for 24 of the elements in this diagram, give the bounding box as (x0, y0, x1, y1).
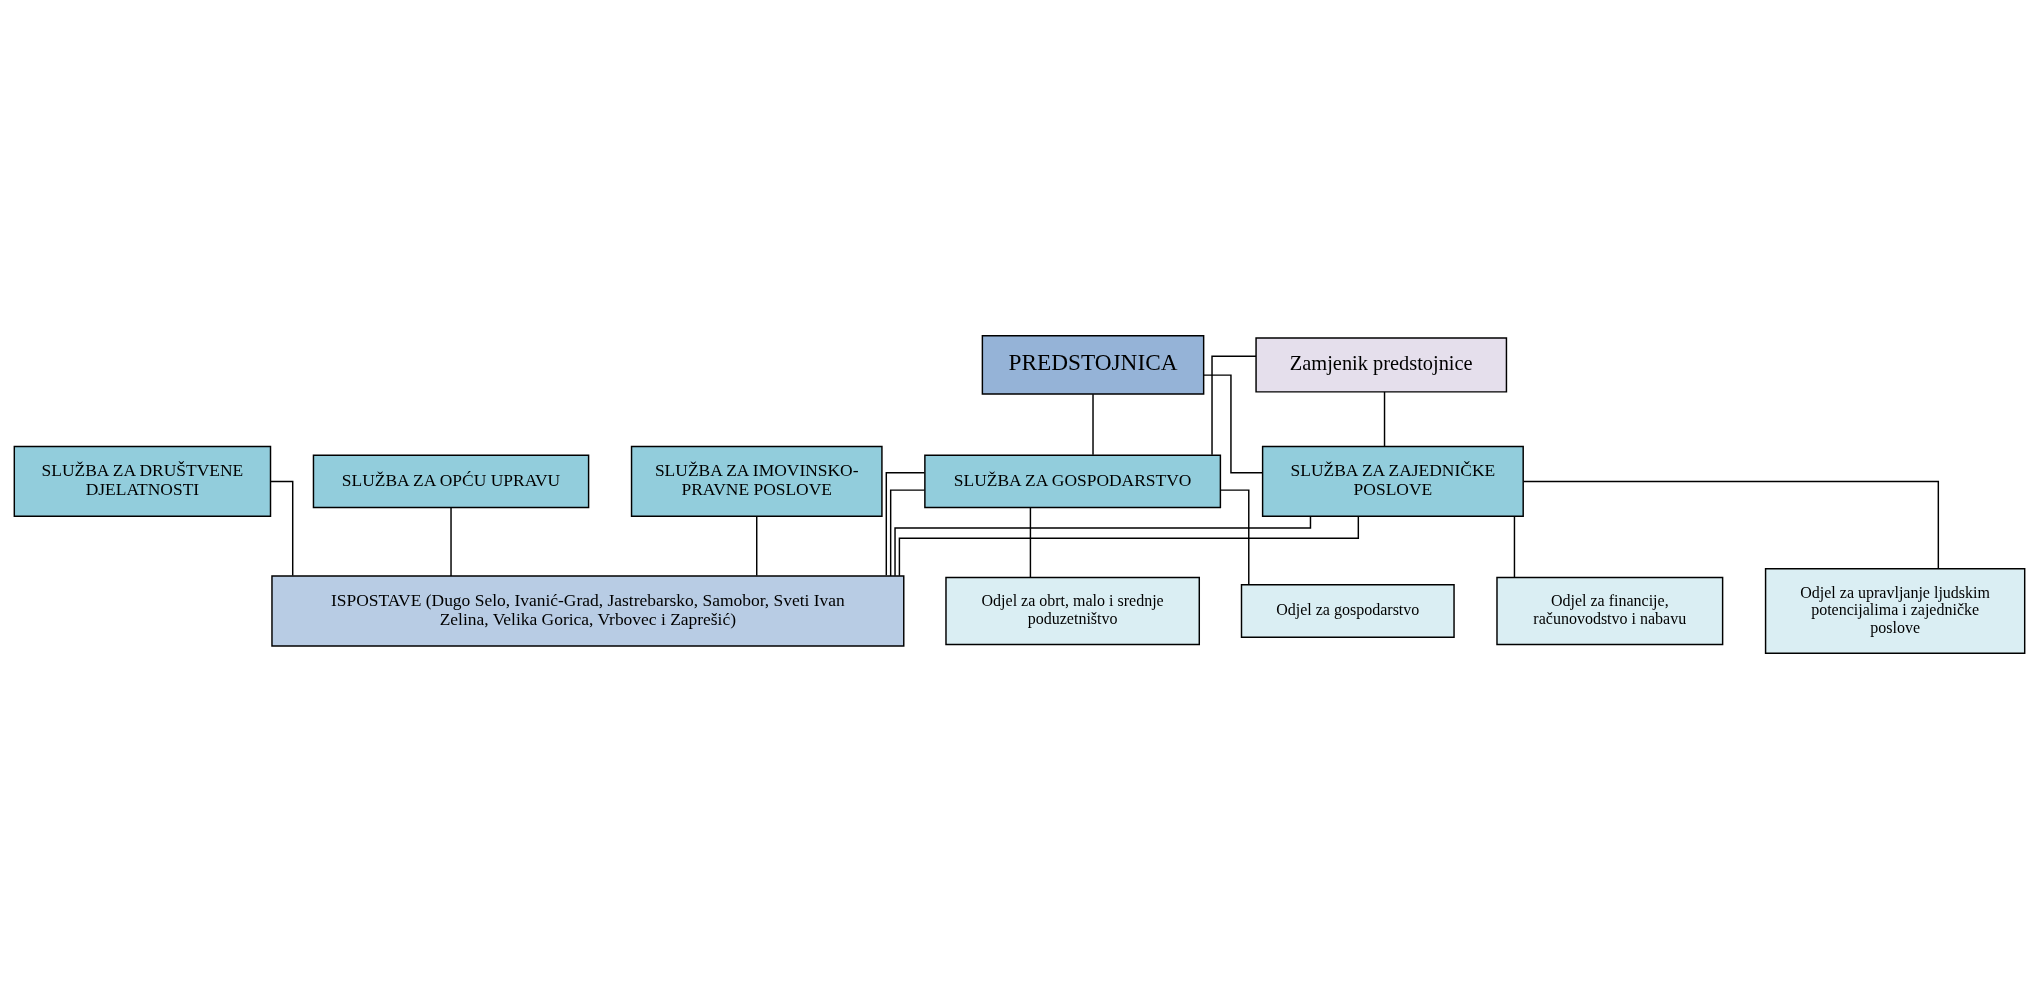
node-box: SLUŽBA ZA GOSPODARSTVO (924, 454, 1222, 509)
node-box: SLUŽBA ZA ZAJEDNIČKE POSLOVE (1261, 445, 1524, 518)
connector (1092, 393, 1094, 456)
node-box: SLUŽBA ZA IMOVINSKO-PRAVNE POSLOVE (630, 445, 883, 518)
node-box: Odjel za obrt, malo i srednje poduzetništvo (945, 576, 1200, 646)
node-box: Odjel za gospodarstvo (1240, 584, 1455, 638)
connector (1383, 391, 1386, 447)
node-box: ISPOSTAVE (Dugo Selo, Ivanić-Grad, Jastrebarsko, Samobor, Sveti Ivan Zelina, Velika Gorica, Vrbovec i Zaprešić) (271, 575, 905, 647)
connector (1522, 480, 1940, 570)
connector (889, 489, 926, 577)
node-box: Odjel za financije, računovodstvo i nabavu (1496, 576, 1724, 646)
node-box: Zamjenik predstojnice (1255, 337, 1508, 393)
connector (1513, 516, 1516, 579)
connector (1211, 355, 1257, 456)
node-box: SLUŽBA ZA OPĆU UPRAVU (312, 454, 590, 509)
connector (885, 471, 926, 577)
node-box: Odjel za upravljanje ljudskim potencijalima i zajedničke poslove (1764, 568, 2026, 654)
connector (756, 516, 758, 577)
connector (1202, 374, 1264, 474)
node-box: SLUŽBA ZA DRUŠTVENE DJELATNOSTI (13, 445, 272, 518)
connector (1029, 506, 1032, 579)
connector (450, 506, 452, 577)
connector (1219, 489, 1250, 586)
node-box: PREDSTOJNICA (981, 335, 1205, 395)
